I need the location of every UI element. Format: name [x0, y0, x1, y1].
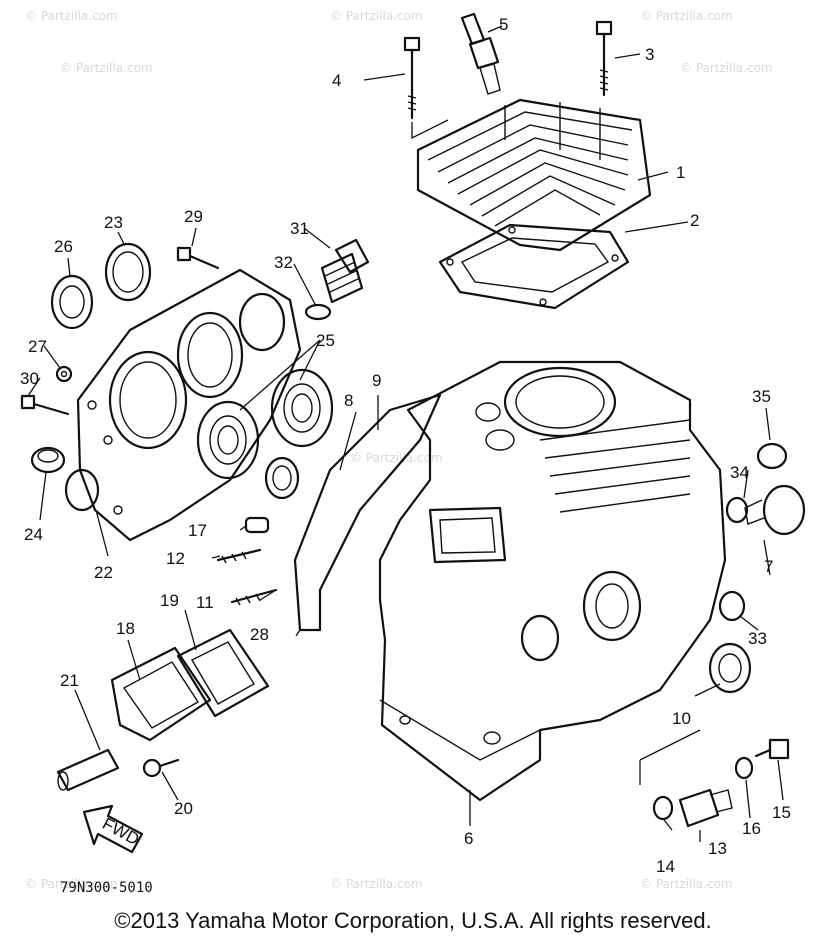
crankcase-gasket[interactable]: [293, 393, 442, 632]
seal-33[interactable]: [718, 590, 746, 622]
callout-24[interactable]: 24: [24, 525, 43, 544]
washer-16[interactable]: [734, 756, 754, 780]
callout-29[interactable]: 29: [184, 207, 203, 226]
callout-10[interactable]: 10: [672, 709, 691, 728]
dowel-pin-17[interactable]: [244, 516, 270, 534]
washer-14[interactable]: [652, 795, 674, 821]
oil-level-plug-7[interactable]: [744, 484, 806, 536]
head-bolt-3[interactable]: [595, 20, 613, 97]
callout-25[interactable]: 25: [316, 331, 335, 350]
watermarks: © Partzilla.com © Partzilla.com © Partzi…: [25, 9, 773, 891]
head-bolt-4[interactable]: [403, 36, 421, 120]
callout-19[interactable]: 19: [160, 591, 179, 610]
oil-seal-10[interactable]: [708, 642, 752, 694]
callout-30[interactable]: 30: [20, 369, 39, 388]
callout-4[interactable]: 4: [332, 71, 341, 90]
callout-28[interactable]: 28: [250, 625, 269, 644]
bolt-29[interactable]: [176, 246, 220, 270]
callout-18[interactable]: 18: [116, 619, 135, 638]
cap-35[interactable]: [756, 442, 788, 470]
head-gasket[interactable]: [438, 223, 630, 310]
seal-left-cover[interactable]: [64, 468, 100, 512]
callout-35[interactable]: 35: [752, 387, 771, 406]
seal-8[interactable]: [264, 456, 300, 500]
watermark: © Partzilla.com: [640, 877, 733, 891]
oil-filler-cap[interactable]: [320, 238, 370, 304]
watermark: © Partzilla.com: [350, 451, 443, 465]
breather-gasket[interactable]: [176, 628, 270, 718]
drain-fitting-13[interactable]: [678, 788, 733, 828]
oil-seal-26[interactable]: [50, 274, 94, 330]
watermark: © Partzilla.com: [25, 9, 118, 23]
callout-32[interactable]: 32: [274, 253, 293, 272]
spark-plug[interactable]: [460, 12, 501, 95]
callout-33[interactable]: 33: [748, 629, 767, 648]
stud-11[interactable]: [230, 588, 278, 606]
callout-7[interactable]: 7: [764, 557, 773, 576]
callout-31[interactable]: 31: [290, 219, 309, 238]
o-ring-32[interactable]: [304, 303, 332, 321]
watermark: © Partzilla.com: [330, 9, 423, 23]
callout-13[interactable]: 13: [708, 839, 727, 858]
bolt-30[interactable]: [20, 394, 70, 416]
watermark: © Partzilla.com: [60, 61, 153, 75]
callout-12[interactable]: 12: [166, 549, 185, 568]
callout-3[interactable]: 3: [645, 45, 654, 64]
callout-26[interactable]: 26: [54, 237, 73, 256]
callout-1[interactable]: 1: [676, 163, 685, 182]
callout-5[interactable]: 5: [499, 15, 508, 34]
callout-17[interactable]: 17: [188, 521, 207, 540]
diagram-code: 79N300-5010: [60, 880, 153, 896]
leader-lines: [27, 25, 784, 842]
callout-11[interactable]: 11: [196, 593, 214, 612]
bearing-left[interactable]: [196, 400, 260, 480]
callout-16[interactable]: 16: [742, 819, 761, 838]
plug-24[interactable]: [30, 446, 66, 474]
watermark: © Partzilla.com: [25, 877, 118, 891]
callout-23[interactable]: 23: [104, 213, 123, 232]
screw-20[interactable]: [142, 758, 180, 778]
stud-12[interactable]: [216, 548, 262, 564]
breather-cover[interactable]: [110, 646, 212, 742]
cylinder-head[interactable]: [416, 98, 652, 252]
copyright-notice: ©2013 Yamaha Motor Corporation, U.S.A. A…: [114, 908, 712, 933]
fwd-arrow: FWD: [82, 804, 144, 854]
callout-6[interactable]: 6: [464, 829, 473, 848]
callout-2[interactable]: 2: [690, 211, 699, 230]
callout-9[interactable]: 9: [372, 371, 381, 390]
breather-pipe[interactable]: [56, 748, 120, 792]
callout-27[interactable]: 27: [28, 337, 47, 356]
bolt-15[interactable]: [754, 738, 790, 760]
watermark: © Partzilla.com: [640, 9, 733, 23]
watermark: © Partzilla.com: [330, 877, 423, 891]
washer-27[interactable]: [55, 365, 73, 383]
callout-21[interactable]: 21: [60, 671, 79, 690]
washer-34[interactable]: [725, 496, 749, 524]
callout-15[interactable]: 15: [772, 803, 791, 822]
o-ring-23[interactable]: [104, 242, 152, 302]
callouts: 1 2 3 4 5 6 7 8 9 10 11 12 13 14 15 16 1…: [20, 15, 791, 876]
callout-34[interactable]: 34: [730, 463, 749, 482]
fwd-label: FWD: [99, 814, 142, 849]
callout-20[interactable]: 20: [174, 799, 193, 818]
callout-22[interactable]: 22: [94, 563, 113, 582]
callout-14[interactable]: 14: [656, 857, 675, 876]
crankcase[interactable]: [378, 360, 727, 802]
watermark: © Partzilla.com: [680, 61, 773, 75]
bearing-right[interactable]: [270, 368, 334, 448]
crankcase-cover[interactable]: [76, 268, 302, 542]
callout-8[interactable]: 8: [344, 391, 353, 410]
